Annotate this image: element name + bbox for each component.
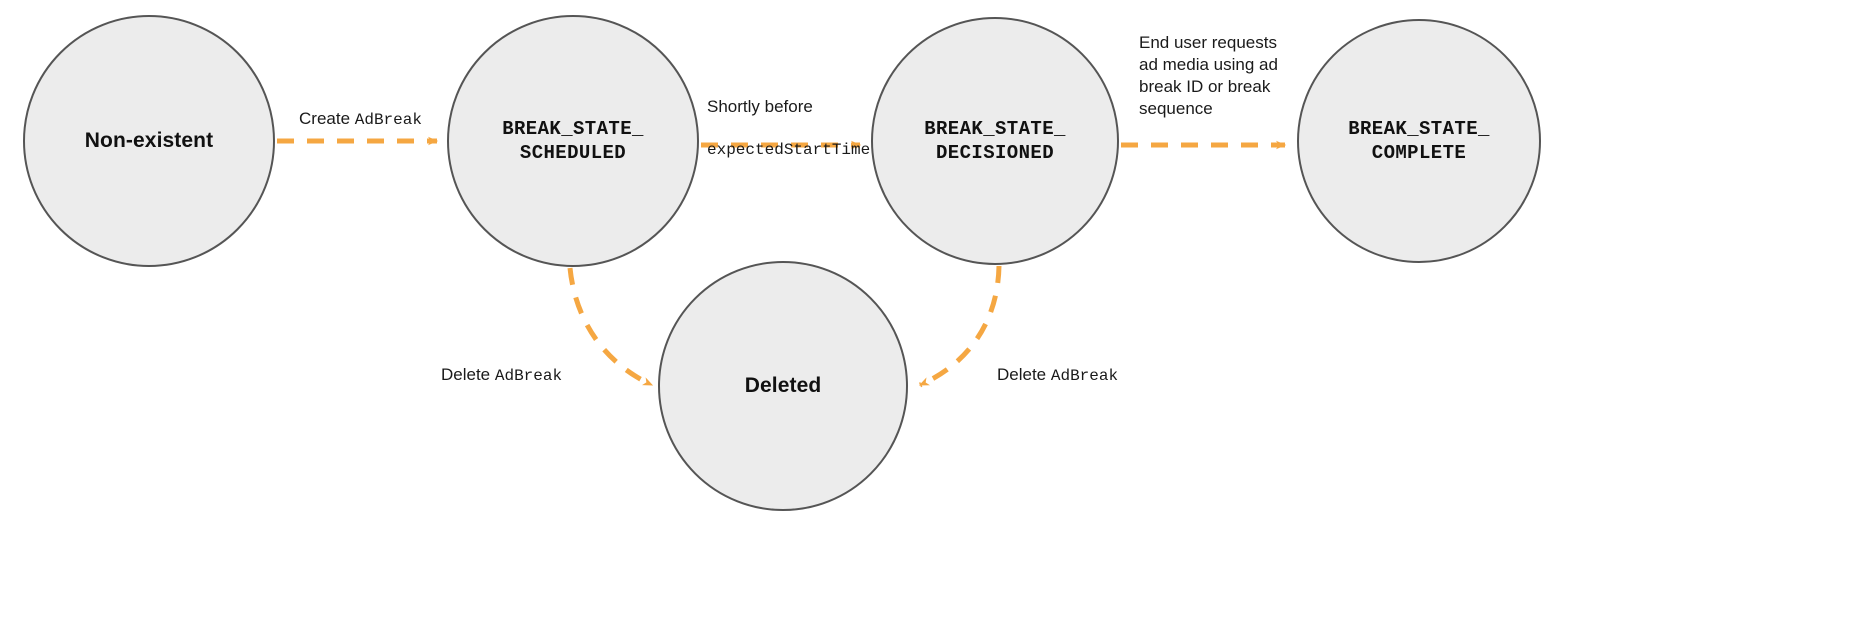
state-node-label: Non-existent: [84, 128, 214, 152]
state-node-label: BREAK_STATE_ COMPLETE: [1348, 117, 1490, 164]
state-node-break-state-scheduled[interactable]: BREAK_STATE_ SCHEDULED: [447, 15, 699, 267]
edge-decisioned-to-deleted: [918, 265, 1002, 388]
state-node-break-state-complete[interactable]: BREAK_STATE_ COMPLETE: [1297, 19, 1541, 263]
state-node-label: BREAK_STATE_ DECISIONED: [924, 117, 1066, 164]
state-node-deleted[interactable]: Deleted: [658, 261, 908, 511]
state-node-non-existent[interactable]: Non-existent: [23, 15, 275, 267]
state-node-break-state-decisioned[interactable]: BREAK_STATE_ DECISIONED: [871, 17, 1119, 265]
state-node-label: BREAK_STATE_ SCHEDULED: [502, 117, 644, 164]
edge-scheduled-to-deleted: [567, 267, 654, 388]
state-node-label: Deleted: [744, 373, 822, 397]
